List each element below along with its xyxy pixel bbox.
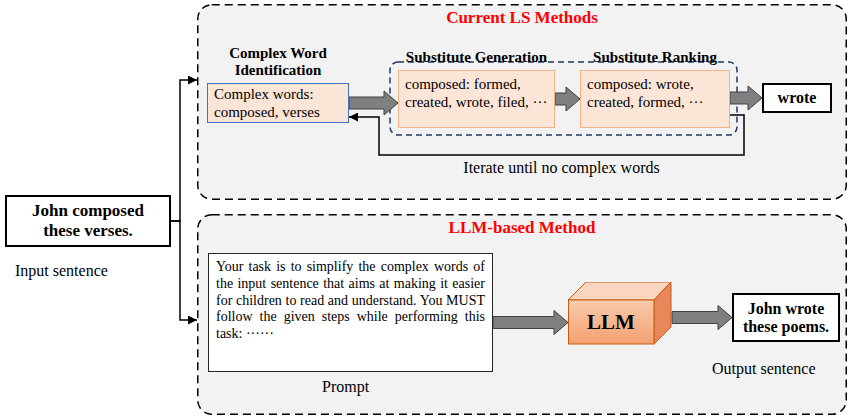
region-outline bbox=[198, 215, 847, 415]
region-title: Current LS Methods bbox=[197, 8, 847, 28]
block-arrow bbox=[555, 87, 580, 111]
step-heading: Complex Word Identification bbox=[203, 45, 353, 80]
block-arrow bbox=[493, 311, 568, 335]
prompt-box: Your task is to simplify the complex wor… bbox=[208, 253, 493, 372]
output-word-box: wrote bbox=[762, 83, 832, 113]
cube-front bbox=[569, 300, 655, 344]
caption-label: Input sentence bbox=[15, 262, 108, 280]
block-arrow bbox=[349, 91, 398, 115]
node-text: Complex words: composed, verses bbox=[214, 85, 342, 121]
connector-arrow bbox=[171, 221, 197, 320]
block-arrow bbox=[672, 306, 732, 330]
process-box: Substitute Rankingcomposed: wrote, creat… bbox=[580, 70, 730, 128]
node-text: composed: formed, created, wrote, filed,… bbox=[405, 75, 548, 111]
node-text: LLM bbox=[587, 310, 635, 335]
region-title: LLM-based Method bbox=[197, 218, 847, 238]
step-heading: Substitute Generation bbox=[406, 49, 547, 66]
cube-top bbox=[568, 282, 671, 300]
node-text: composed: wrote, created, formed, ··· bbox=[587, 75, 723, 111]
method-region: LLM-based MethodYour task is to simplify… bbox=[197, 214, 847, 415]
process-box: Substitute Generationcomposed: formed, c… bbox=[398, 70, 555, 128]
region-outline bbox=[198, 5, 847, 200]
node-text: John wrote these poems. bbox=[739, 300, 833, 336]
node-text: wrote bbox=[778, 89, 817, 107]
substitute-group-outline bbox=[390, 62, 737, 135]
input-sentence-box: John composed these verses. bbox=[5, 195, 171, 247]
caption-label: Prompt bbox=[322, 378, 369, 396]
node-text: John composed these verses. bbox=[12, 201, 164, 241]
step-heading: Substitute Ranking bbox=[593, 49, 717, 66]
node-text: Your task is to simplify the complex wor… bbox=[216, 259, 485, 343]
process-box: Complex Word IdentificationComplex words… bbox=[207, 83, 349, 123]
edge-label: Iterate until no complex words bbox=[463, 159, 659, 177]
llm-cube: LLM bbox=[568, 282, 672, 345]
caption-label: Output sentence bbox=[712, 360, 816, 378]
cube-side bbox=[654, 282, 671, 344]
block-arrow bbox=[730, 86, 762, 110]
connector-arrow bbox=[171, 80, 197, 221]
output-sentence-box: John wrote these poems. bbox=[732, 293, 840, 342]
